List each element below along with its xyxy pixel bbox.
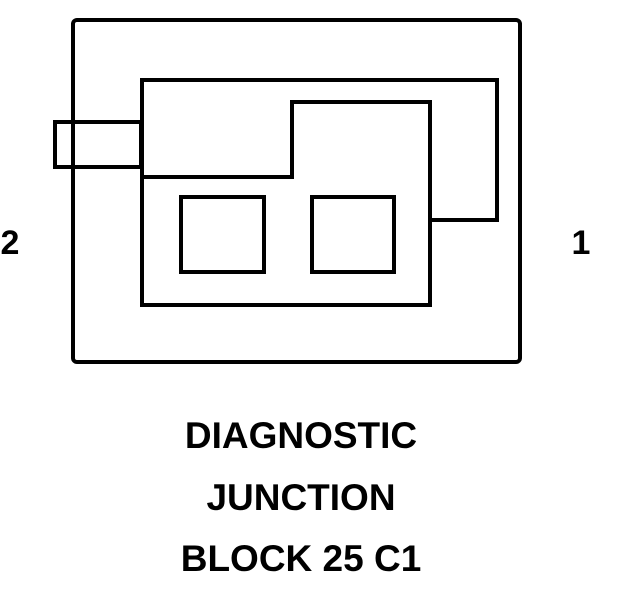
pin-cavity-2 (179, 195, 266, 274)
pin-label-1: 1 (572, 224, 591, 262)
connector-inner-divider (142, 100, 432, 220)
connector-outer-housing (71, 18, 522, 364)
connector-latch-tab (53, 120, 143, 169)
connector-title: DIAGNOSTIC JUNCTION BLOCK 25 C1 (181, 415, 422, 579)
title-line-3: BLOCK 25 C1 (181, 538, 422, 579)
pin-cavity-1 (310, 195, 396, 274)
title-line-1: DIAGNOSTIC (185, 415, 417, 456)
title-line-2: JUNCTION (206, 477, 395, 518)
pin-label-2: 2 (1, 224, 20, 262)
